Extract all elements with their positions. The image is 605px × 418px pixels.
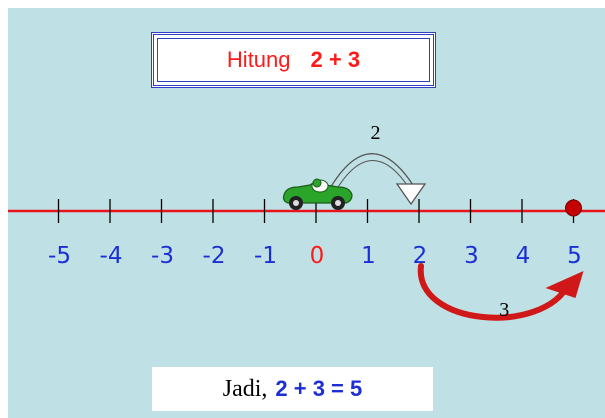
answer-word: Jadi,	[222, 375, 268, 402]
race-car-icon	[282, 178, 353, 210]
title-expression: 2 + 3	[310, 47, 361, 72]
title-box: Hitung 2 + 3	[151, 32, 436, 88]
tick-label: -2	[203, 243, 226, 269]
tick-label: 2	[413, 243, 428, 269]
red-dot-icon	[565, 199, 582, 217]
title: Hitung 2 + 3	[154, 35, 433, 85]
answer-expression: 2 + 3 = 5	[275, 376, 363, 401]
answer-box: Jadi, 2 + 3 = 5	[152, 367, 433, 411]
title-word: Hitung	[226, 47, 291, 72]
slide: Hitung 2 + 3 -5 -4 -3 -2 -1 0 1 2 3 4 5 2 3 Jadi, 2 +…	[8, 8, 605, 418]
number-line-scene: -5 -4 -3 -2 -1 0 1 2 3 4 5 2 3	[8, 122, 605, 321]
tick-label: -3	[151, 243, 174, 269]
tick-label: -4	[100, 243, 123, 269]
jump-label-1: 2	[371, 122, 381, 144]
tick-label: 1	[361, 243, 376, 269]
tick-label: 5	[567, 243, 582, 269]
jump-label-2: 3	[499, 299, 509, 321]
jump-arrow-2	[417, 263, 584, 321]
tick-label: -5	[48, 243, 71, 269]
tick-label: 0	[310, 243, 325, 269]
tick-label: 3	[464, 243, 479, 269]
tick-label: -1	[254, 243, 277, 269]
tick-label: 4	[516, 243, 531, 269]
